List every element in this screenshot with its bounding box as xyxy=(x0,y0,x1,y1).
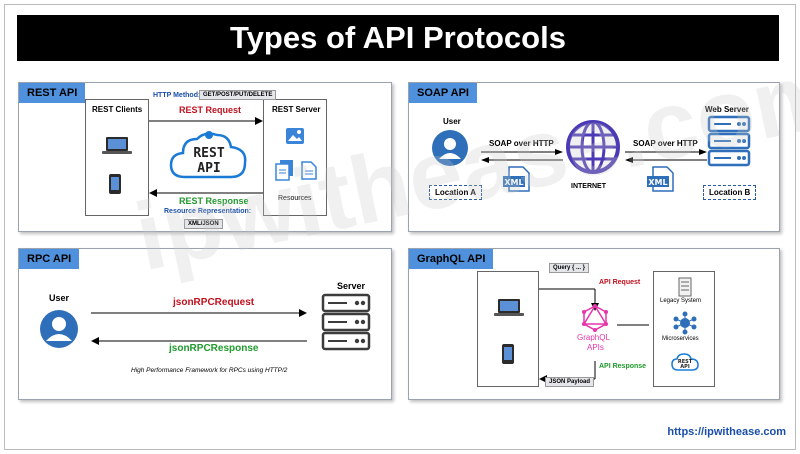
graphql-client-box xyxy=(477,271,539,387)
laptop-icon xyxy=(102,137,132,154)
rpc-request-label: jsonRPCRequest xyxy=(173,297,255,308)
graphql-backend-box: Legacy System Microservices REST API xyxy=(653,271,715,387)
graphql-logo-text: GraphQL xyxy=(577,333,610,342)
legacy-system-label: Legacy System xyxy=(660,298,702,304)
graphql-api-tab: GraphQL API xyxy=(409,249,494,269)
soap-api-panel: SOAP API User Location A SOAP over HTTP … xyxy=(408,82,780,232)
svg-text:API: API xyxy=(197,161,220,176)
rest-api-tab: REST API xyxy=(19,83,86,103)
rpc-server-label: Server xyxy=(337,281,366,291)
rpc-api-panel: RPC API User jsonRPCRequest jsonRPCRespo… xyxy=(18,248,392,400)
http-method-value: GET/POST/PUT/DELETE xyxy=(199,90,277,100)
svg-text:API: API xyxy=(680,364,690,370)
legacy-system-icon xyxy=(678,277,692,297)
rest-request-label: REST Request xyxy=(179,105,242,115)
microservices-icon xyxy=(673,311,697,335)
page-title: Types of API Protocols xyxy=(17,15,779,61)
laptop-icon xyxy=(494,299,524,316)
soap-left-transport-label: SOAP over HTTP xyxy=(489,139,554,148)
graphql-logo-icon xyxy=(582,304,608,332)
rpc-response-arrow xyxy=(91,337,307,345)
rest-request-arrow xyxy=(149,117,263,125)
mobile-icon xyxy=(109,174,121,194)
rest-api-cloud-icon: REST API xyxy=(169,131,247,179)
location-a-label: Location A xyxy=(429,185,483,200)
rpc-api-tab: RPC API xyxy=(19,249,80,269)
image-file-icon xyxy=(286,128,304,144)
rpc-caption: High Performance Framework for RPCs usin… xyxy=(131,367,288,374)
user-icon xyxy=(432,130,468,166)
graphql-api-panel: GraphQL API Query { ... } API Request Gr… xyxy=(408,248,780,400)
http-method-label: HTTP Method: xyxy=(153,92,201,99)
graphql-query-tag: Query { ... } xyxy=(549,263,590,273)
location-b-label: Location B xyxy=(703,185,757,200)
resource-representation-value: XML/JSON xyxy=(184,219,223,229)
internet-label: INTERNET xyxy=(571,183,606,190)
svg-text:XML: XML xyxy=(648,178,667,187)
svg-text:XML: XML xyxy=(504,178,523,187)
rest-clients-box: REST Clients xyxy=(85,99,149,216)
rest-api-panel: REST API REST Clients REST Server xyxy=(18,82,392,232)
json-payload-tag: JSON Payload xyxy=(545,377,595,387)
soap-user-label: User xyxy=(443,117,461,126)
documents-icon xyxy=(275,160,293,181)
svg-text:REST: REST xyxy=(193,146,224,161)
rest-response-arrow xyxy=(149,189,263,197)
microservices-label: Microservices xyxy=(662,336,699,342)
globe-icon xyxy=(566,120,620,174)
rpc-response-label: jsonRPCResponse xyxy=(169,343,259,354)
soap-left-arrows xyxy=(481,149,563,163)
footer-url-link[interactable]: https://ipwithease.com xyxy=(667,426,786,438)
soap-api-tab: SOAP API xyxy=(409,83,477,103)
resources-label: Resources xyxy=(278,195,312,202)
file-icon xyxy=(301,161,317,180)
rest-server-box: REST Server Resources xyxy=(263,99,327,216)
web-server-label: Web Server xyxy=(705,105,749,114)
rest-clients-label: REST Clients xyxy=(92,105,143,114)
soap-right-transport-label: SOAP over HTTP xyxy=(633,139,698,148)
graphql-request-label: API Request xyxy=(599,279,641,286)
rpc-user-label: User xyxy=(49,293,70,303)
rest-api-small-cloud-icon: REST API xyxy=(671,353,699,371)
rest-response-label: REST Response xyxy=(179,196,249,206)
xml-file-icon-right: XML xyxy=(647,166,674,192)
server-rack-icon-soap xyxy=(707,115,751,167)
server-rack-icon-rpc xyxy=(321,293,371,351)
resource-representation-label: Resource Representation: xyxy=(164,208,252,215)
xml-file-icon-left: XML xyxy=(503,166,530,192)
graphql-logo-sub: APIs xyxy=(587,343,604,352)
soap-right-arrows xyxy=(625,149,707,163)
rpc-request-arrow xyxy=(91,309,307,317)
mobile-icon xyxy=(502,344,514,364)
user-icon xyxy=(40,310,78,348)
svg-text:REST: REST xyxy=(678,359,693,365)
graphql-response-label: API Response xyxy=(599,363,647,370)
rest-server-label: REST Server xyxy=(272,105,321,114)
